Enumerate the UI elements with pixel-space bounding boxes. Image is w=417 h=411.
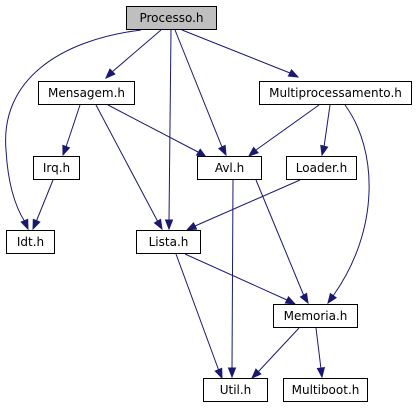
edge-line — [111, 29, 162, 73]
edge-memoria-to-multiboot — [315, 327, 326, 379]
node-label: Memoria.h — [284, 309, 348, 323]
edge-line — [332, 104, 370, 297]
edge-line — [175, 253, 220, 372]
node-irq[interactable]: Irq.h — [33, 156, 80, 180]
node-box[interactable] — [273, 304, 358, 328]
node-multiboot[interactable]: Multiboot.h — [283, 378, 368, 402]
edge-mensagem-to-lista — [95, 104, 163, 231]
node-box[interactable] — [197, 156, 262, 180]
edge-line — [5, 29, 142, 223]
edge-multiprocessamento-to-avl — [247, 104, 320, 157]
edge-arrowhead — [214, 367, 223, 380]
node-box[interactable] — [203, 378, 268, 402]
node-box[interactable] — [38, 81, 135, 105]
edge-line — [323, 104, 331, 148]
node-label: Irq.h — [43, 161, 70, 175]
edge-arrowhead — [217, 144, 227, 157]
edge-avl-to-memoria — [255, 179, 309, 305]
node-memoria[interactable]: Memoria.h — [273, 304, 358, 328]
edge-processo-to-idt — [5, 29, 142, 231]
edge-mensagem-to-irq — [62, 104, 81, 157]
node-box[interactable] — [259, 81, 412, 105]
edge-arrowhead — [320, 144, 329, 157]
edge-arrowhead — [227, 367, 237, 379]
edge-arrowhead — [32, 218, 41, 231]
edge-multiprocessamento-to-loader — [320, 104, 331, 157]
node-label: Multiboot.h — [292, 383, 360, 397]
edge-arrowhead — [287, 68, 300, 78]
node-box[interactable] — [136, 230, 201, 254]
node-avl[interactable]: Avl.h — [197, 156, 262, 180]
edge-arrowhead — [299, 292, 309, 305]
edge-lista-to-util — [175, 253, 223, 380]
edge-processo-to-lista — [164, 29, 174, 231]
node-lista[interactable]: Lista.h — [136, 230, 201, 254]
edge-arrowhead — [284, 295, 297, 305]
edge-line — [65, 104, 81, 148]
node-loader[interactable]: Loader.h — [286, 156, 357, 180]
edge-line — [174, 29, 223, 148]
edge-line — [194, 179, 301, 227]
edge-line — [95, 104, 159, 223]
edge-arrowhead — [185, 221, 198, 231]
edge-line — [231, 179, 234, 370]
edge-line — [255, 179, 305, 297]
node-label: Util.h — [220, 383, 252, 397]
edge-line — [168, 29, 172, 222]
edge-multiprocessamento-to-memoria — [327, 104, 370, 305]
edge-arrowhead — [153, 218, 163, 231]
edge-processo-to-avl — [174, 29, 227, 157]
node-label: Processo.h — [139, 11, 203, 25]
edge-loader-to-lista — [185, 179, 301, 231]
edge-arrowhead — [164, 219, 174, 231]
node-label: Loader.h — [296, 161, 347, 175]
node-box[interactable] — [283, 378, 368, 402]
edge-avl-to-util — [227, 179, 237, 379]
edge-processo-to-mensagem — [105, 29, 162, 79]
node-idt[interactable]: Idt.h — [6, 230, 55, 254]
edge-arrowhead — [316, 367, 326, 379]
edge-line — [184, 253, 288, 301]
node-processo[interactable]: Processo.h — [126, 6, 217, 30]
node-box[interactable] — [286, 156, 357, 180]
edge-memoria-to-util — [251, 327, 300, 379]
node-label: Idt.h — [17, 235, 44, 249]
edge-irq-to-idt — [32, 179, 54, 231]
node-box[interactable] — [33, 156, 80, 180]
node-label: Lista.h — [149, 235, 189, 249]
edge-line — [257, 327, 300, 373]
edge-arrowhead — [105, 68, 116, 79]
node-mensagem[interactable]: Mensagem.h — [38, 81, 135, 105]
edge-lista-to-memoria — [184, 253, 297, 305]
edge-line — [107, 104, 199, 153]
edge-arrowhead — [20, 218, 29, 231]
edge-arrowhead — [62, 144, 71, 157]
edge-mensagem-to-avl — [107, 104, 208, 158]
node-util[interactable]: Util.h — [203, 378, 268, 402]
node-multiprocessamento[interactable]: Multiprocessamento.h — [259, 81, 412, 105]
edge-arrowhead — [251, 368, 262, 379]
edge-line — [255, 104, 320, 151]
node-label: Multiprocessamento.h — [269, 86, 402, 100]
edge-line — [35, 179, 54, 223]
edge-arrowhead — [327, 292, 337, 305]
node-box[interactable] — [6, 230, 55, 254]
edge-arrowhead — [195, 148, 208, 158]
edge-line — [181, 29, 291, 74]
node-box[interactable] — [126, 6, 217, 30]
node-label: Avl.h — [215, 161, 244, 175]
node-label: Mensagem.h — [48, 86, 125, 100]
edges-layer — [5, 29, 370, 380]
edge-processo-to-multiprocessamento — [181, 29, 300, 78]
edge-line — [315, 327, 322, 370]
edge-arrowhead — [247, 146, 259, 157]
